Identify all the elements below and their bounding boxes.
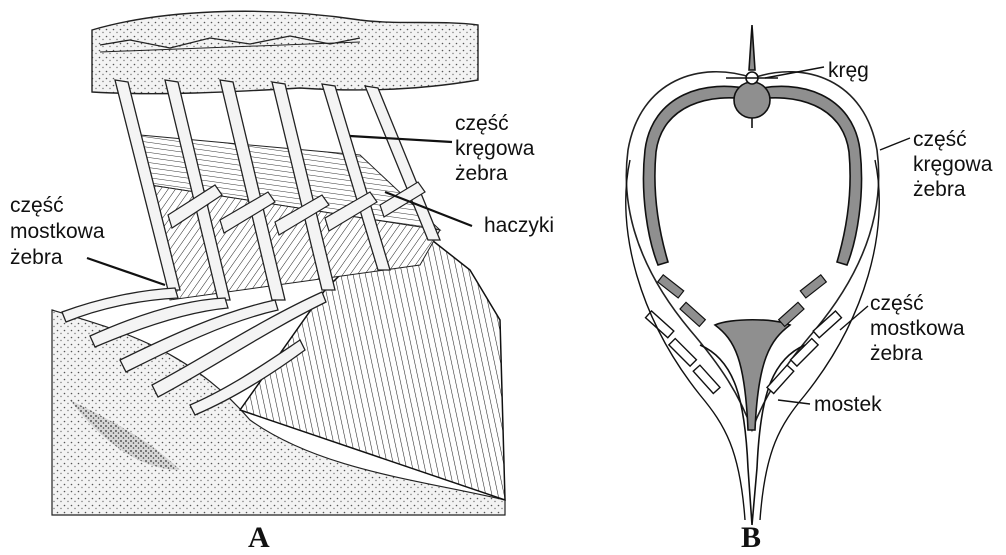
vertebra-body xyxy=(734,82,770,118)
leader-vertebral-part-b xyxy=(880,138,910,150)
sternal-rib-b xyxy=(767,365,794,393)
leader-vertebral-part-a xyxy=(350,136,452,142)
label-sternal-part-a: część mostkowa żebra xyxy=(10,194,110,269)
label-sternum-b: mostek xyxy=(814,393,882,416)
label-sternal-part-b: część mostkowa żebra xyxy=(870,292,970,365)
label-line: żebra xyxy=(10,246,63,269)
label-hooks-a: haczyki xyxy=(484,214,554,237)
label-line: mostkowa xyxy=(870,317,965,340)
rib-segment xyxy=(800,275,826,298)
leader-sternum-b xyxy=(778,400,810,404)
label-line: mostkowa xyxy=(10,220,105,243)
label-line: część xyxy=(870,292,924,315)
panel-a-drawing xyxy=(52,11,505,515)
vertebral-column xyxy=(92,11,478,93)
sternal-rib-b xyxy=(669,339,697,367)
panel-letter-a: A xyxy=(248,521,270,554)
label-line: kręgowa xyxy=(455,137,535,160)
label-vertebra-b: kręg xyxy=(828,59,869,82)
rib-segment xyxy=(658,275,684,298)
label-line: część xyxy=(10,194,64,217)
leader-sternal-part-a xyxy=(87,258,165,285)
sternal-rib-b xyxy=(693,365,720,393)
label-line: część xyxy=(455,112,509,135)
label-line: żebra xyxy=(455,162,508,185)
inner-rib-segments xyxy=(658,275,827,327)
vertebra-spine xyxy=(749,25,755,70)
leader-sternal-part-b xyxy=(840,306,868,330)
label-line: żebra xyxy=(913,178,966,201)
label-vertebral-part-b: część kręgowa żebra xyxy=(913,128,998,201)
panel-letter-b: B xyxy=(741,521,761,554)
label-line: część xyxy=(913,128,967,151)
rib-segment xyxy=(779,302,804,326)
label-line: żebra xyxy=(870,342,923,365)
label-vertebral-part-a: część kręgowa żebra xyxy=(455,112,540,185)
panel-b-drawing xyxy=(626,25,880,525)
label-line: kręgowa xyxy=(913,153,993,176)
